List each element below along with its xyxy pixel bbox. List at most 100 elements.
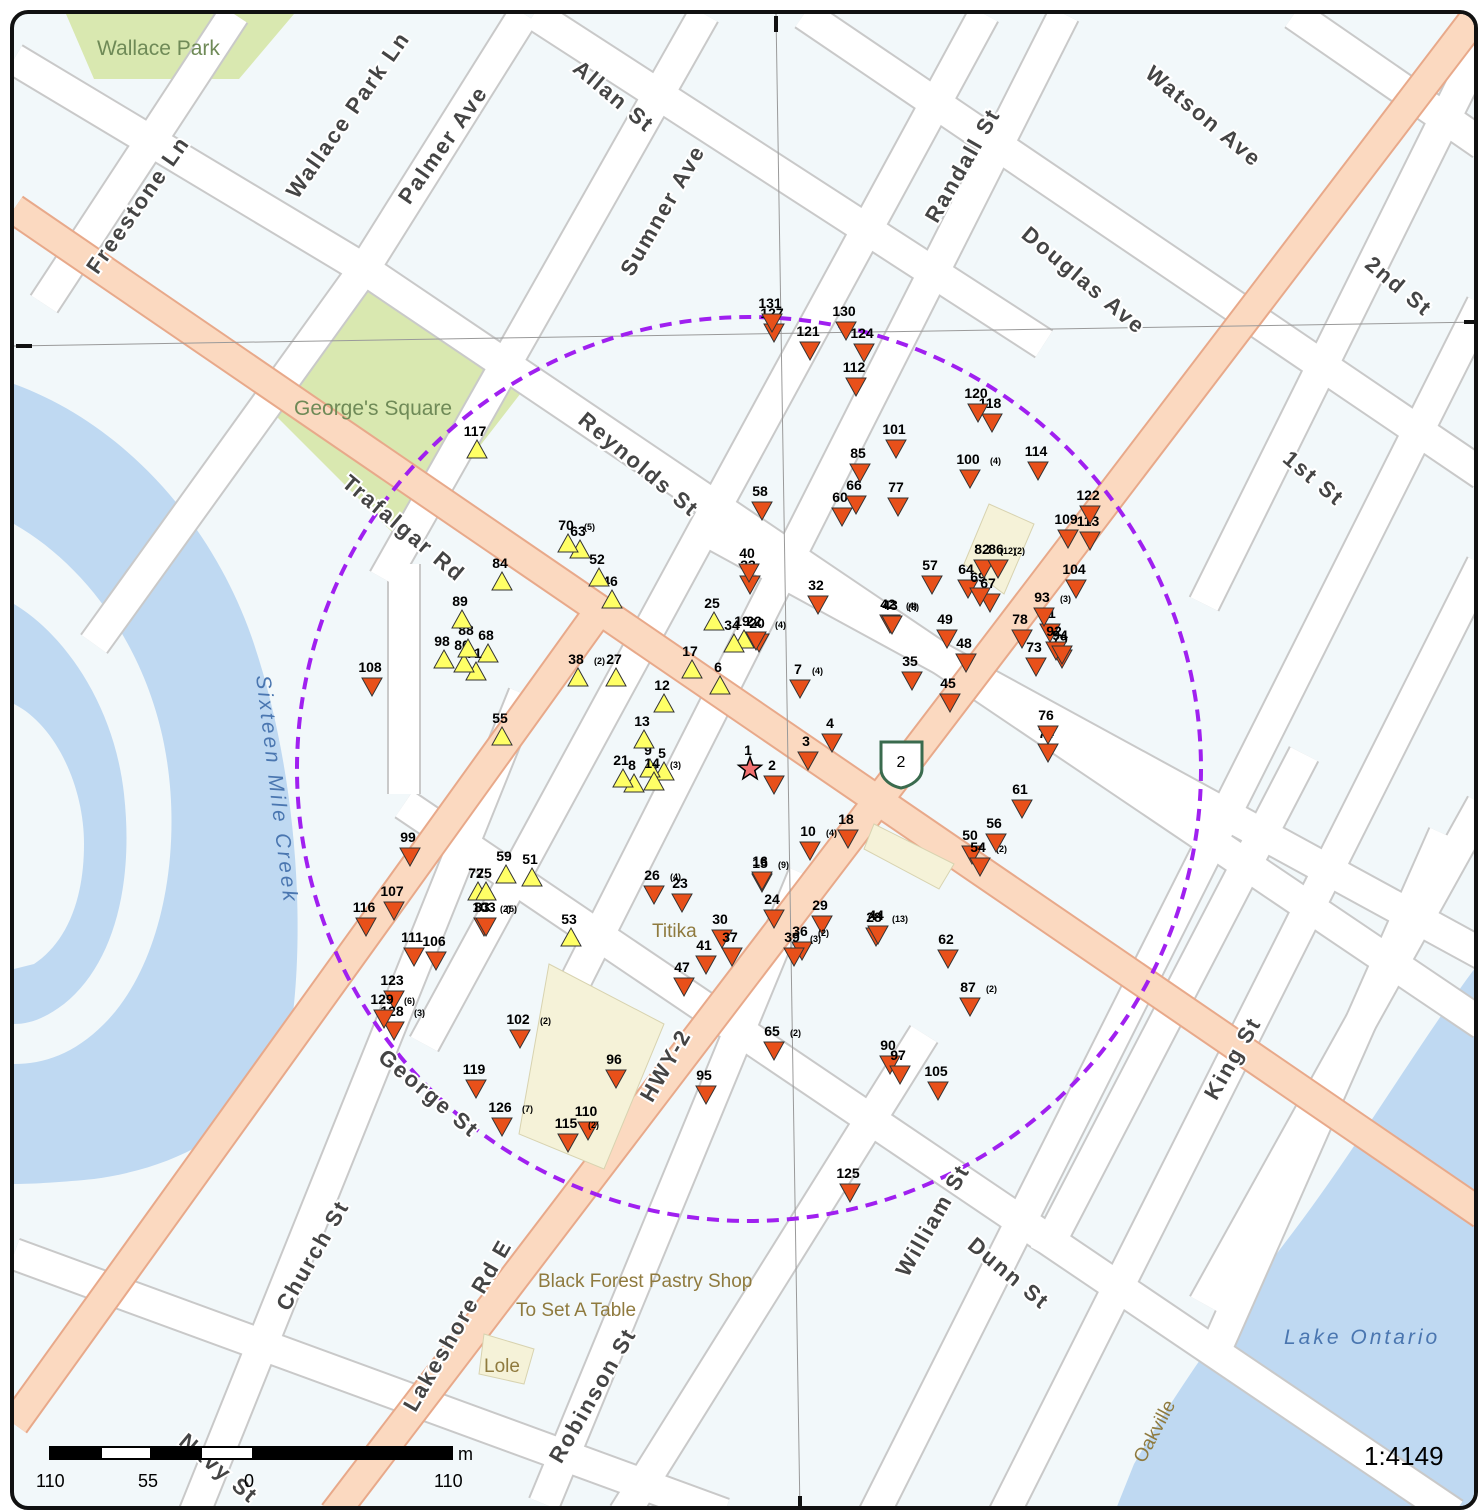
site-marker[interactable]: 50 [961,827,983,866]
site-marker[interactable]: 30 [711,911,733,950]
site-marker[interactable]: 37 [721,929,743,968]
site-marker[interactable]: 23 [671,875,693,914]
site-marker[interactable]: 120 [964,385,989,424]
site-marker[interactable]: 24 [763,891,785,930]
site-marker[interactable]: 45 [939,675,961,714]
site-marker[interactable]: 99 [399,829,421,868]
site-marker[interactable]: 73 [1025,639,1047,678]
site-marker[interactable]: 39(3) [783,929,821,968]
site-marker[interactable]: 121 [796,323,821,362]
site-marker[interactable]: 95 [695,1067,717,1106]
site-marker[interactable]: 75 [475,865,497,901]
site-marker[interactable]: 61 [1011,781,1033,820]
site-marker[interactable]: 110 [575,1103,599,1142]
site-marker[interactable]: 123 [380,972,405,1011]
site-marker[interactable]: 59 [495,848,517,884]
site-marker[interactable]: 3 [797,733,819,772]
site-marker[interactable]: 38(2) [567,651,605,687]
site-marker[interactable]: 106 [422,933,447,972]
site-marker[interactable]: 122 [1076,487,1101,526]
site-marker[interactable]: 34 [723,617,745,653]
site-marker[interactable]: 22 [745,613,767,652]
site-marker[interactable]: 98 [433,633,455,669]
site-marker[interactable]: 77 [887,479,909,518]
site-marker[interactable]: 117 [464,423,488,459]
site-marker[interactable]: 52 [588,551,610,587]
site-marker[interactable]: 85 [849,445,871,484]
site-marker[interactable]: 131 [758,295,783,334]
site-marker[interactable]: 43(8) [881,597,919,636]
site-marker[interactable]: 55 [491,710,513,746]
site-marker[interactable]: 84 [491,555,513,591]
site-marker[interactable]: 68 [477,627,499,663]
site-marker[interactable]: 9 [639,742,661,778]
site-marker[interactable]: 90 [879,1037,901,1076]
site-marker[interactable]: 96 [605,1051,627,1090]
site-marker[interactable]: 126(7) [488,1099,533,1138]
site-marker[interactable]: 6 [709,659,731,695]
site-marker[interactable]: 47 [673,959,695,998]
site-marker[interactable]: 115(2) [555,1115,599,1154]
site-marker[interactable]: 101 [882,421,907,460]
site-marker[interactable]: 25 [703,595,725,631]
site-marker[interactable]: 102(2) [506,1011,551,1050]
site-marker[interactable]: 65(2) [763,1023,801,1062]
site-marker[interactable]: 125 [836,1165,861,1204]
site-marker[interactable]: 27 [605,651,627,687]
site-marker[interactable]: 48 [955,635,977,674]
site-marker[interactable]: 17 [681,643,703,679]
site-marker[interactable]: 87(2) [959,979,997,1018]
site-markers[interactable]: 1234567(4)8(2)910(4)121314(3)15(9)161718… [353,295,1101,1204]
site-marker[interactable]: 67 [979,575,1001,614]
site-marker[interactable]: 97 [889,1047,911,1086]
site-marker[interactable]: 82(12) [973,541,1016,580]
site-marker[interactable]: 94 [1051,627,1073,666]
site-marker[interactable]: 114 [1025,443,1049,482]
site-marker[interactable]: 105 [924,1063,949,1102]
site-marker[interactable]: 14(3) [643,755,681,791]
site-marker[interactable]: 100(4) [956,451,1001,490]
site-marker[interactable]: 40 [738,545,760,584]
site-marker[interactable]: 4 [821,715,843,754]
site-marker[interactable]: 130 [832,303,857,342]
site-marker[interactable]: 2 [763,757,785,796]
site-marker[interactable]: 29 [811,897,833,936]
site-marker[interactable]: 13 [633,713,655,749]
site-marker[interactable]: 1 [736,742,764,781]
site-marker[interactable]: 111 [401,929,425,968]
site-marker[interactable]: 54(2) [969,839,1007,878]
site-marker[interactable]: 32 [807,577,829,616]
site-marker[interactable]: 119 [463,1061,487,1100]
site-marker[interactable]: 26(4) [643,867,681,906]
site-marker[interactable]: 53 [560,911,582,947]
site-marker[interactable]: 35 [901,653,923,692]
site-marker[interactable]: 49 [936,611,958,650]
site-marker[interactable]: 76 [1037,707,1059,746]
site-marker[interactable]: 116 [353,899,377,938]
site-marker[interactable]: 56 [985,815,1007,854]
site-marker[interactable]: 103(5) [472,899,517,938]
site-marker[interactable]: 78 [1011,611,1033,650]
site-marker[interactable]: 7(4) [789,661,823,700]
site-marker[interactable]: 109 [1054,511,1079,550]
site-marker[interactable]: 86(2) [987,541,1025,580]
site-marker[interactable]: 41 [695,937,717,976]
site-marker[interactable]: 62 [937,931,959,970]
site-marker[interactable]: 12 [653,677,675,713]
site-marker[interactable]: 93(3) [1033,589,1071,628]
site-marker[interactable]: 112 [843,359,867,398]
site-marker[interactable]: 60 [831,489,853,528]
site-marker[interactable]: 57 [921,557,943,596]
site-marker[interactable]: 21 [612,752,634,788]
site-marker[interactable]: 104 [1062,561,1087,600]
site-marker[interactable]: 70(5) [557,517,595,553]
site-marker[interactable]: 66 [845,477,867,516]
site-marker[interactable]: 108 [358,659,383,698]
site-marker[interactable]: 107 [380,883,405,922]
site-marker[interactable]: 10(4) [799,823,837,862]
site-marker[interactable]: 44 [867,907,889,946]
site-marker[interactable]: 89 [451,593,473,629]
site-marker[interactable]: 58 [751,483,773,522]
